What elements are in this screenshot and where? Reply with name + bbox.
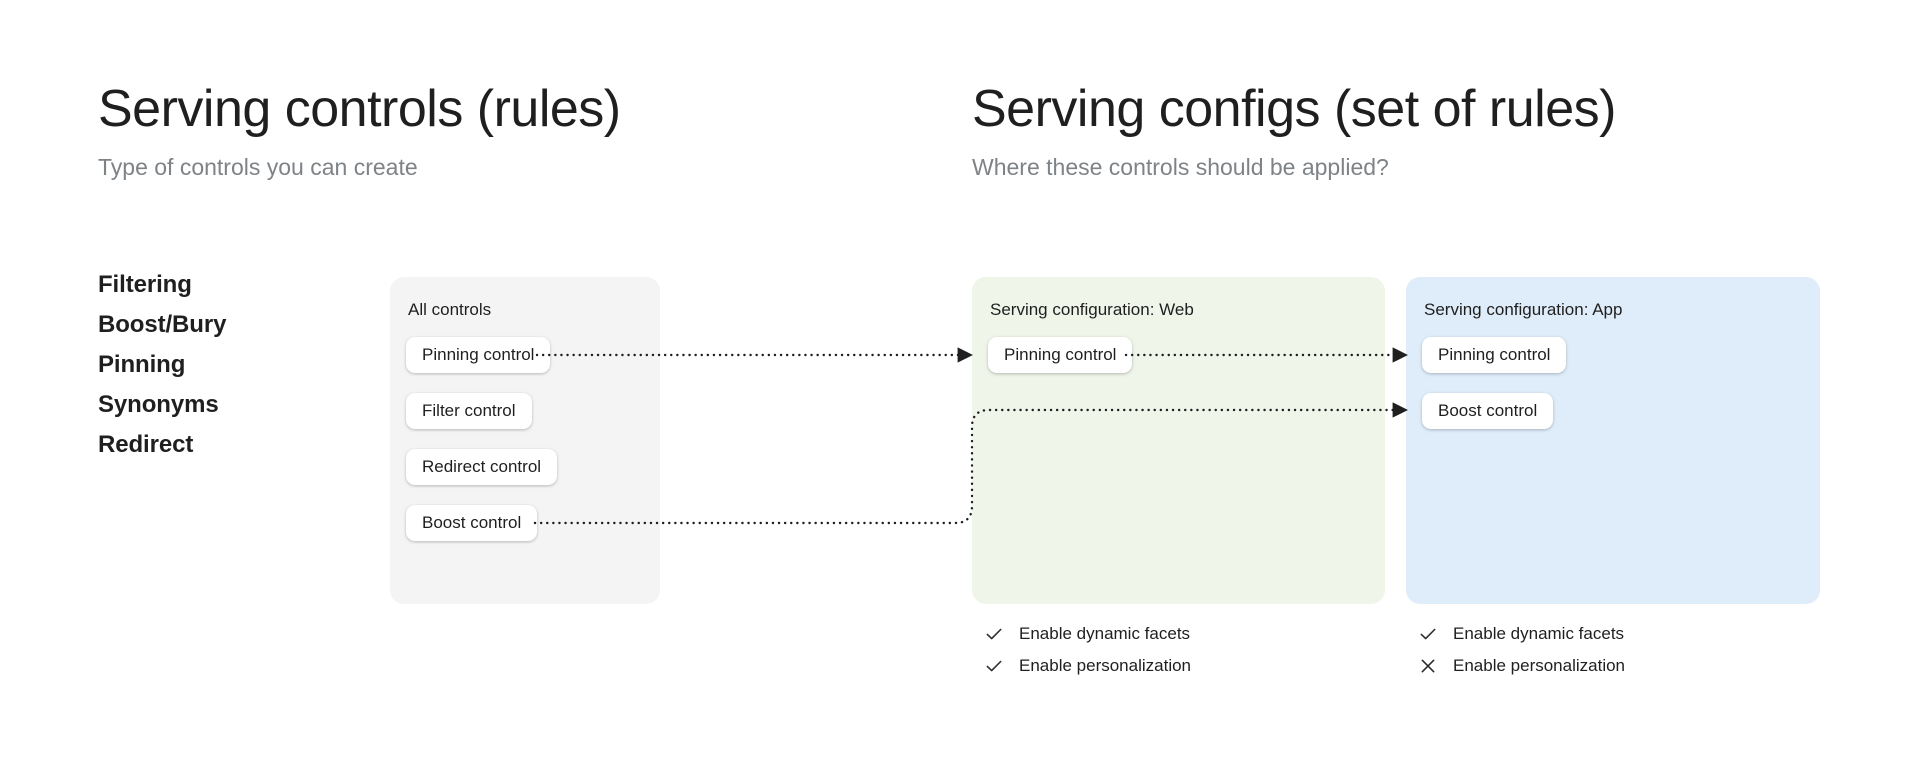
feature-list-config-app: Enable dynamic facets Enable personaliza… (1417, 618, 1747, 682)
feature-label: Enable personalization (1453, 656, 1626, 675)
panel-serving-configuration-app: Serving configuration: App Pinning contr… (1406, 277, 1820, 604)
control-type-item-pinning: Pinning (98, 351, 186, 378)
left-column-subtitle: Type of controls you can create (98, 154, 418, 180)
control-type-item-filtering: Filtering (98, 271, 192, 298)
cross-icon (1417, 656, 1443, 676)
feature-row-app-personalization: Enable personalization (1417, 650, 1747, 682)
panel-serving-configuration-web: Serving configuration: Web Pinning contr… (972, 277, 1385, 604)
check-icon (983, 656, 1009, 676)
panel-all-controls: All controls Pinning control Filter cont… (390, 277, 660, 604)
panel-serving-configuration-web-title: Serving configuration: Web (990, 300, 1194, 319)
control-type-item-redirect: Redirect (98, 431, 194, 458)
control-type-item-synonyms: Synonyms (98, 391, 219, 418)
right-column-subtitle: Where these controls should be applied? (972, 154, 1389, 180)
feature-label: Enable personalization (1019, 656, 1192, 675)
panel-all-controls-title: All controls (408, 300, 492, 319)
left-column-heading: Serving controls (rules) Type of control… (98, 78, 621, 182)
control-type-list: Filtering Boost/Bury Pinning Synonyms Re… (98, 265, 398, 465)
control-type-item-boost-bury: Boost/Bury (98, 311, 227, 338)
feature-row-app-dynamic-facets: Enable dynamic facets (1417, 618, 1747, 650)
panel-serving-configuration-app-title: Serving configuration: App (1424, 300, 1623, 319)
feature-row-web-dynamic-facets: Enable dynamic facets (983, 618, 1313, 650)
check-icon (983, 624, 1009, 644)
chip-config-app-pinning-control[interactable]: Pinning control (1422, 337, 1567, 373)
feature-row-web-personalization: Enable personalization (983, 650, 1313, 682)
right-column-heading: Serving configs (set of rules) Where the… (972, 78, 1616, 182)
chip-all-controls-boost-control[interactable]: Boost control (406, 505, 538, 541)
feature-list-config-web: Enable dynamic facets Enable personaliza… (983, 618, 1313, 682)
feature-label: Enable dynamic facets (1453, 624, 1625, 643)
right-column-title: Serving configs (set of rules) (972, 80, 1616, 138)
chip-all-controls-redirect-control[interactable]: Redirect control (406, 449, 558, 485)
chip-all-controls-pinning-control[interactable]: Pinning control (406, 337, 551, 373)
left-column-title: Serving controls (rules) (98, 80, 621, 138)
chip-all-controls-filter-control[interactable]: Filter control (406, 393, 532, 429)
check-icon (1417, 624, 1443, 644)
chip-config-app-boost-control[interactable]: Boost control (1422, 393, 1554, 429)
chip-config-web-pinning-control[interactable]: Pinning control (988, 337, 1133, 373)
feature-label: Enable dynamic facets (1019, 624, 1191, 643)
